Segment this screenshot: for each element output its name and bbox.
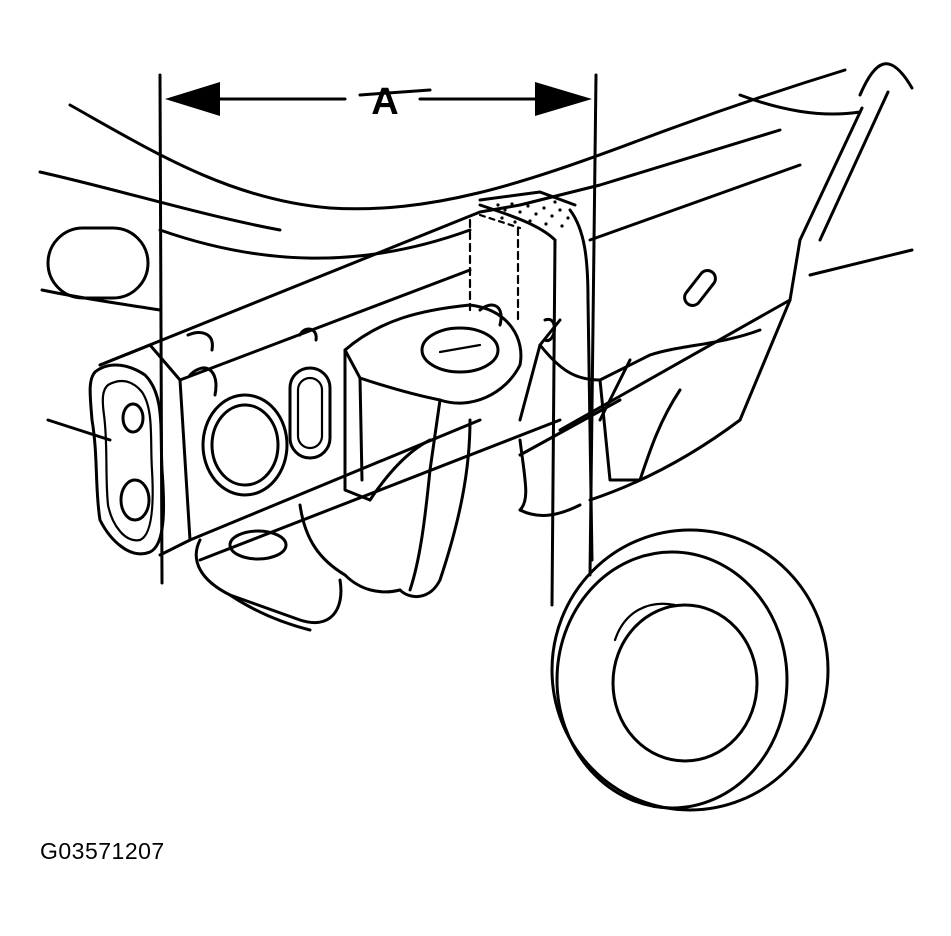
arrowhead-right: [535, 82, 592, 116]
frame-rail: [88, 128, 802, 562]
body-panel-lines: [38, 62, 914, 442]
figure-id: G03571207: [40, 838, 165, 864]
tow-hook-bracket: [194, 298, 792, 632]
slot-right-panel: [683, 269, 717, 307]
extension-line-right: [588, 73, 598, 577]
stipple-contact-area: [488, 198, 570, 228]
tape-measure: [478, 203, 830, 812]
dimension-label: A: [371, 81, 398, 123]
extension-line-left: [158, 73, 164, 585]
arrowhead-left: [165, 82, 220, 116]
measuring-reference-lines: [468, 190, 577, 322]
dimension-a: A: [158, 73, 598, 585]
oval-cutout-left: [46, 226, 150, 300]
